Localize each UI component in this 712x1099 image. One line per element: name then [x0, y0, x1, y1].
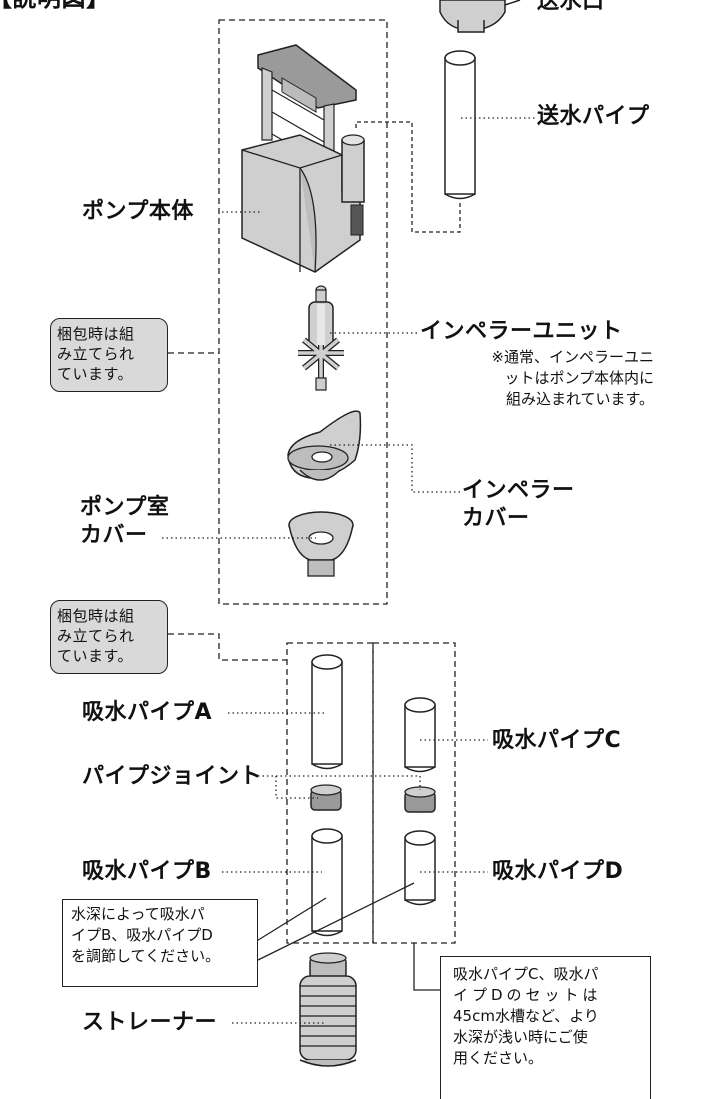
note-impeller-line-2: ットはポンプ本体内に: [504, 369, 654, 387]
callout-packing-top: 梱包時は組 み立てられ ています。: [50, 318, 168, 392]
leader-pipe-joint: [258, 775, 421, 799]
pump-group-frame: [218, 19, 388, 605]
label-impeller-cover-line-1: インペラー: [462, 478, 575, 503]
leader-impeller-cover: [330, 444, 460, 493]
depth-note-pointer: [254, 882, 415, 961]
callout-packing-top-line-1: 梱包時は組: [57, 325, 135, 343]
pipe-joint-left-part: [310, 784, 342, 811]
intake-pipe-a-part: [311, 654, 343, 770]
label-pump-chamber-cover: ポンプ室 カバー: [80, 494, 169, 550]
note-depth-adjust: 水深によって吸水パ イプB、吸水パイプD を調節してください。: [62, 899, 258, 987]
intake-pipe-d-part: [404, 830, 436, 906]
label-intake-pipe-d: 吸水パイプD: [492, 859, 624, 884]
label-strainer: ストレーナー: [82, 1010, 218, 1035]
connector-cd-note: [413, 943, 440, 991]
impeller-cover-part: [287, 410, 362, 481]
note-cd-set-line-5: 用ください。: [453, 1049, 544, 1067]
pipe-joint-right-part: [404, 786, 436, 813]
callout-packing-bottom-line-3: ています。: [57, 647, 134, 665]
page-title-fragment: 【説明図】: [0, 0, 111, 12]
note-impeller-line-3: 組み込まれています。: [505, 390, 654, 408]
note-cd-set: 吸水パイプC、吸水パ イプDのセットは 45cm水槽など、より 水深が浅い時にご…: [440, 956, 651, 1099]
label-impeller-cover: インペラー カバー: [462, 477, 575, 533]
label-outlet: 送水口: [537, 0, 605, 14]
note-depth-adjust-line-2: イプB、吸水パイプD: [71, 926, 213, 944]
note-cd-set-line-4: 水深が浅い時にご使: [453, 1028, 588, 1046]
label-pump-chamber-cover-line-2: カバー: [80, 523, 148, 548]
intake-pipe-c-part: [404, 697, 436, 773]
pump-chamber-cover-part: [288, 511, 354, 577]
intake-pipe-b-part: [311, 828, 343, 937]
label-pump-body: ポンプ本体: [82, 199, 194, 224]
label-impeller-cover-line-2: カバー: [462, 506, 530, 531]
note-impeller-line-1: ※通常、インペラーユニ: [491, 348, 654, 366]
outlet-part: [439, 0, 521, 33]
strainer-part: [299, 952, 357, 1067]
callout-packing-bottom: 梱包時は組 み立てられ ています。: [50, 600, 168, 674]
callout-packing-bottom-line-1: 梱包時は組: [57, 607, 135, 625]
connector-packing-bottom: [168, 633, 287, 661]
pump-body-part: [241, 44, 365, 273]
label-pipe-joint: パイプジョイント: [82, 764, 263, 789]
label-intake-pipe-b: 吸水パイプB: [82, 859, 212, 884]
delivery-pipe-part: [444, 50, 476, 200]
label-intake-pipe-a: 吸水パイプA: [82, 700, 213, 725]
callout-packing-bottom-line-2: み立てられ: [57, 627, 135, 645]
note-cd-set-line-3: 45cm水槽など、より: [453, 1007, 599, 1025]
note-cd-set-line-1: 吸水パイプC、吸水パ: [453, 965, 599, 983]
label-delivery-pipe: 送水パイプ: [537, 104, 650, 129]
label-pump-chamber-cover-line-1: ポンプ室: [80, 495, 170, 520]
label-impeller-unit: インペラーユニット: [420, 319, 623, 344]
callout-packing-top-line-3: ています。: [57, 365, 134, 383]
note-cd-set-line-2: イプDのセットは: [453, 986, 602, 1004]
callout-packing-top-line-2: み立てられ: [57, 345, 135, 363]
note-depth-adjust-line-3: を調節してください。: [71, 947, 221, 965]
note-depth-adjust-line-1: 水深によって吸水パ: [71, 905, 205, 923]
impeller-unit-part: [298, 285, 344, 391]
label-intake-pipe-c: 吸水パイプC: [492, 728, 622, 753]
note-impeller: ※通常、インペラーユニ ットはポンプ本体内に 組み込まれています。: [491, 347, 654, 410]
leader-pump-to-pipe: [355, 121, 461, 233]
